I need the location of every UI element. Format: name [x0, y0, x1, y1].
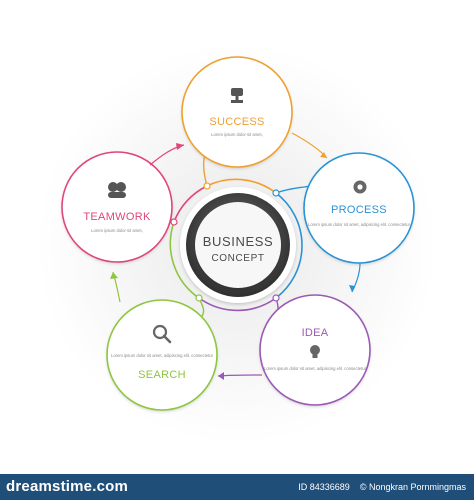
process-title: PROCESS: [331, 204, 387, 216]
search-desc: Lorem ipsum dolor sit amet, adipiscing e…: [111, 353, 214, 358]
center-title-line2: CONCEPT: [211, 253, 264, 264]
hub-dots: [170, 182, 280, 302]
teamwork-title: TEAMWORK: [83, 211, 151, 223]
teamwork-content: TEAMWORK Lorem ipsum dolor sit amet,: [83, 182, 151, 233]
node-teamwork: [61, 151, 173, 263]
success-desc: Lorem ipsum dolor sit amet,: [211, 132, 263, 137]
success-title: SUCCESS: [209, 116, 264, 128]
search-title: SEARCH: [138, 369, 186, 381]
teamwork-desc: Lorem ipsum dolor sit amet,: [91, 228, 143, 233]
cycle-arrows: [110, 132, 361, 380]
author-credit: © Nongkran Pornmingmas: [359, 482, 466, 492]
process-desc: Lorem ipsum dolor sit amet, adipiscing e…: [308, 222, 411, 227]
arrowhead-idea-search: [218, 372, 224, 380]
image-id: ID 84336689: [298, 482, 350, 492]
idea-desc: Lorem ipsum dolor sit amet, adipiscing e…: [264, 366, 367, 371]
node-search: [106, 299, 218, 411]
people-icon: [108, 182, 126, 198]
lightbulb-icon: [310, 345, 320, 358]
hub-arc-search: [169, 221, 200, 299]
gear-icon: [353, 180, 367, 194]
hub-arc-process: [275, 192, 303, 299]
hub-ring: [169, 178, 303, 312]
arrowhead-process-idea: [349, 285, 355, 292]
arrowhead-success-process: [320, 152, 327, 158]
center-title-line1: BUSINESS: [203, 234, 274, 249]
idea-content: IDEA Lorem ipsum dolor sit amet, adipisc…: [264, 327, 367, 371]
arrowhead-teamwork-success: [176, 143, 184, 150]
business-concept-diagram: BUSINESS CONCEPT SUCCESS Lorem ipsum dol…: [37, 44, 437, 444]
trophy-icon: [231, 88, 243, 103]
center-hub: BUSINESS CONCEPT: [180, 187, 296, 303]
arrowhead-search-teamwork: [110, 272, 118, 279]
success-content: SUCCESS Lorem ipsum dolor sit amet,: [209, 88, 264, 137]
node-success: [181, 56, 293, 168]
search-content: Lorem ipsum dolor sit amet, adipiscing e…: [111, 324, 214, 381]
process-content: PROCESS Lorem ipsum dolor sit amet, adip…: [308, 180, 411, 227]
footer-bar: dreamstime.com ID 84336689 © Nongkran Po…: [0, 474, 474, 500]
hub-arc-idea: [198, 297, 277, 312]
hub-arc-success: [206, 178, 277, 194]
idea-title: IDEA: [302, 327, 329, 339]
hub-arc-teamwork: [173, 185, 208, 223]
image-credit: ID 84336689 © Nongkran Pornmingmas: [298, 482, 466, 492]
node-process: [303, 152, 415, 264]
site-logo[interactable]: dreamstime.com: [6, 478, 129, 495]
magnifier-icon: [152, 324, 172, 344]
